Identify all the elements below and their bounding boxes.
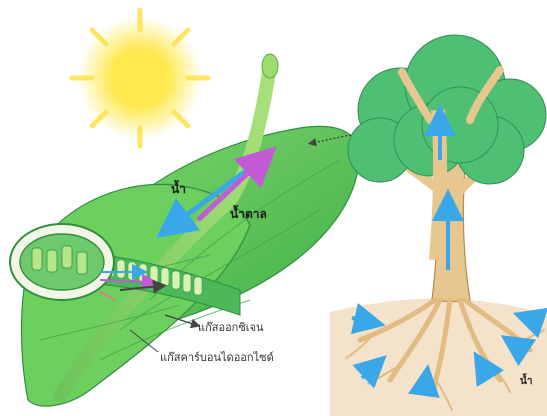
water-label-leaf: น้ำ — [171, 180, 186, 199]
carbon-dioxide-label: แก๊สคาร์บอนไดออกไซด์ — [160, 348, 274, 366]
sugar-label: น้ำตาล — [230, 205, 267, 224]
tree-illustration — [330, 35, 547, 416]
chloroplast-icon — [10, 224, 114, 300]
oxygen-label: แก๊สออกซิเจน — [198, 318, 264, 336]
sun-icon — [72, 10, 208, 146]
water-label-root: น้ำ — [520, 374, 532, 389]
